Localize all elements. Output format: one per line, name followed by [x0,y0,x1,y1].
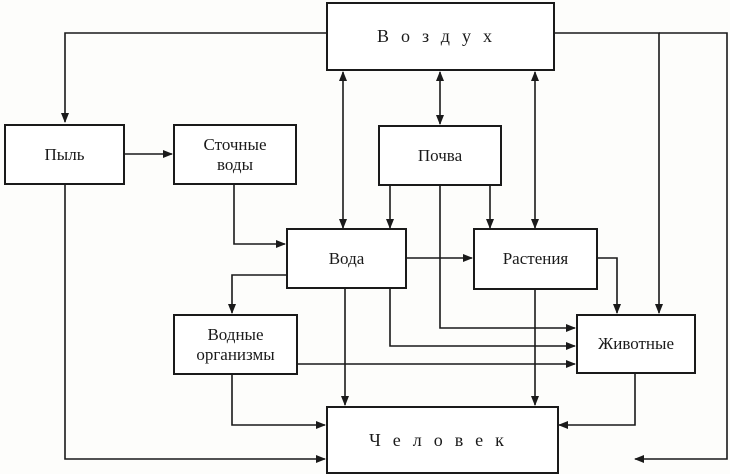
node-soil: Почва [378,125,502,186]
edge-water-animals [389,288,576,350]
edge-air-dust [61,32,327,123]
node-animals: Животные [576,314,696,374]
node-wastewater: Сточные воды [173,124,297,185]
edge-soil-animals [439,186,576,332]
edge-water-aquatic [228,274,286,314]
node-aquatic-label: Водные организмы [196,324,275,364]
node-air: Воздух [326,2,555,71]
node-wastewater-label: Сточные воды [203,134,267,174]
node-human: Человек [326,406,559,474]
node-plants: Растения [473,228,598,290]
edge-aquatic-human [231,374,326,429]
edge-wastewater-water [233,184,286,248]
node-dust: Пыль [4,124,125,185]
node-aquatic: Водные организмы [173,314,298,375]
node-water: Вода [286,228,407,289]
edge-plants-animals [597,257,621,314]
edge-animals-human [558,374,636,429]
edge-dust-human [64,185,326,463]
edge-air-human [634,32,728,463]
